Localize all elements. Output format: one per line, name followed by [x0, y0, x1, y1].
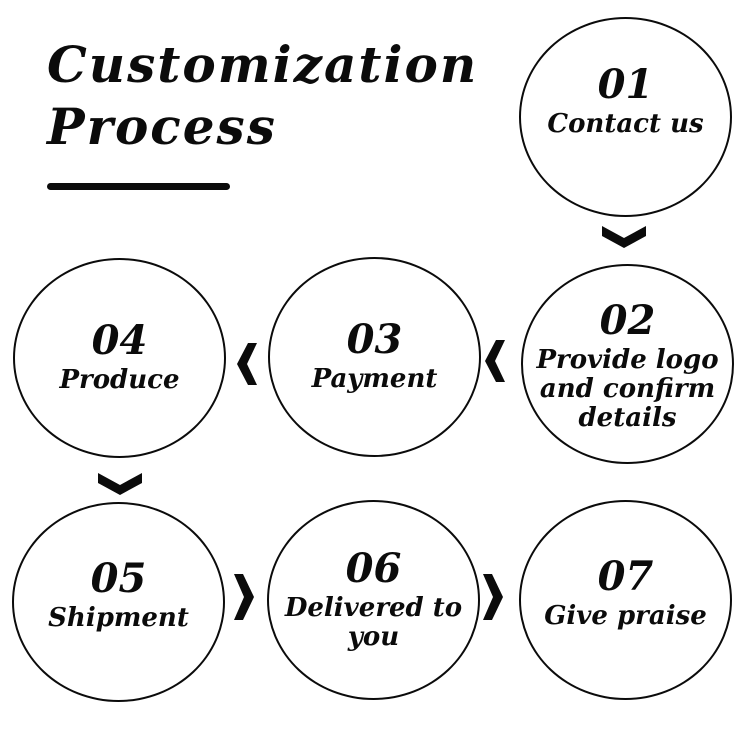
- step-label: Give praise: [544, 601, 707, 631]
- step-circle-04: 04 Produce: [13, 258, 226, 458]
- step-label: Provide logo and confirm details: [536, 345, 719, 433]
- step-number: 07: [597, 553, 654, 600]
- chevron-left-icon: [237, 343, 257, 385]
- step-label: Payment: [311, 364, 438, 394]
- chevron-left-icon: [485, 340, 505, 382]
- step-circle-01: 01 Contact us: [519, 17, 732, 217]
- step-number: 03: [346, 316, 403, 363]
- step-label: Contact us: [547, 109, 704, 139]
- title-underline: [47, 183, 230, 190]
- chevron-right-icon: [234, 574, 254, 620]
- step-circle-03: 03 Payment: [268, 257, 481, 457]
- step-circle-06: 06 Delivered to you: [267, 500, 480, 700]
- step-number: 06: [345, 544, 402, 592]
- step-circle-05: 05 Shipment: [12, 502, 225, 702]
- step-number: 02: [599, 297, 656, 344]
- page-title: Customization Process: [47, 34, 478, 158]
- title-line-1: Customization: [47, 35, 479, 94]
- step-number: 01: [597, 61, 654, 108]
- chevron-right-icon: [483, 574, 503, 620]
- chevron-down-icon: [98, 473, 142, 495]
- step-label: Delivered to you: [284, 592, 463, 652]
- chevron-down-icon: [602, 226, 646, 248]
- step-label: Shipment: [48, 603, 189, 633]
- step-number: 04: [91, 317, 148, 364]
- title-line-2: Process: [47, 97, 277, 156]
- step-number: 05: [90, 555, 147, 602]
- step-circle-07: 07 Give praise: [519, 500, 732, 700]
- step-circle-02: 02 Provide logo and confirm details: [521, 264, 734, 464]
- step-label: Produce: [59, 365, 180, 395]
